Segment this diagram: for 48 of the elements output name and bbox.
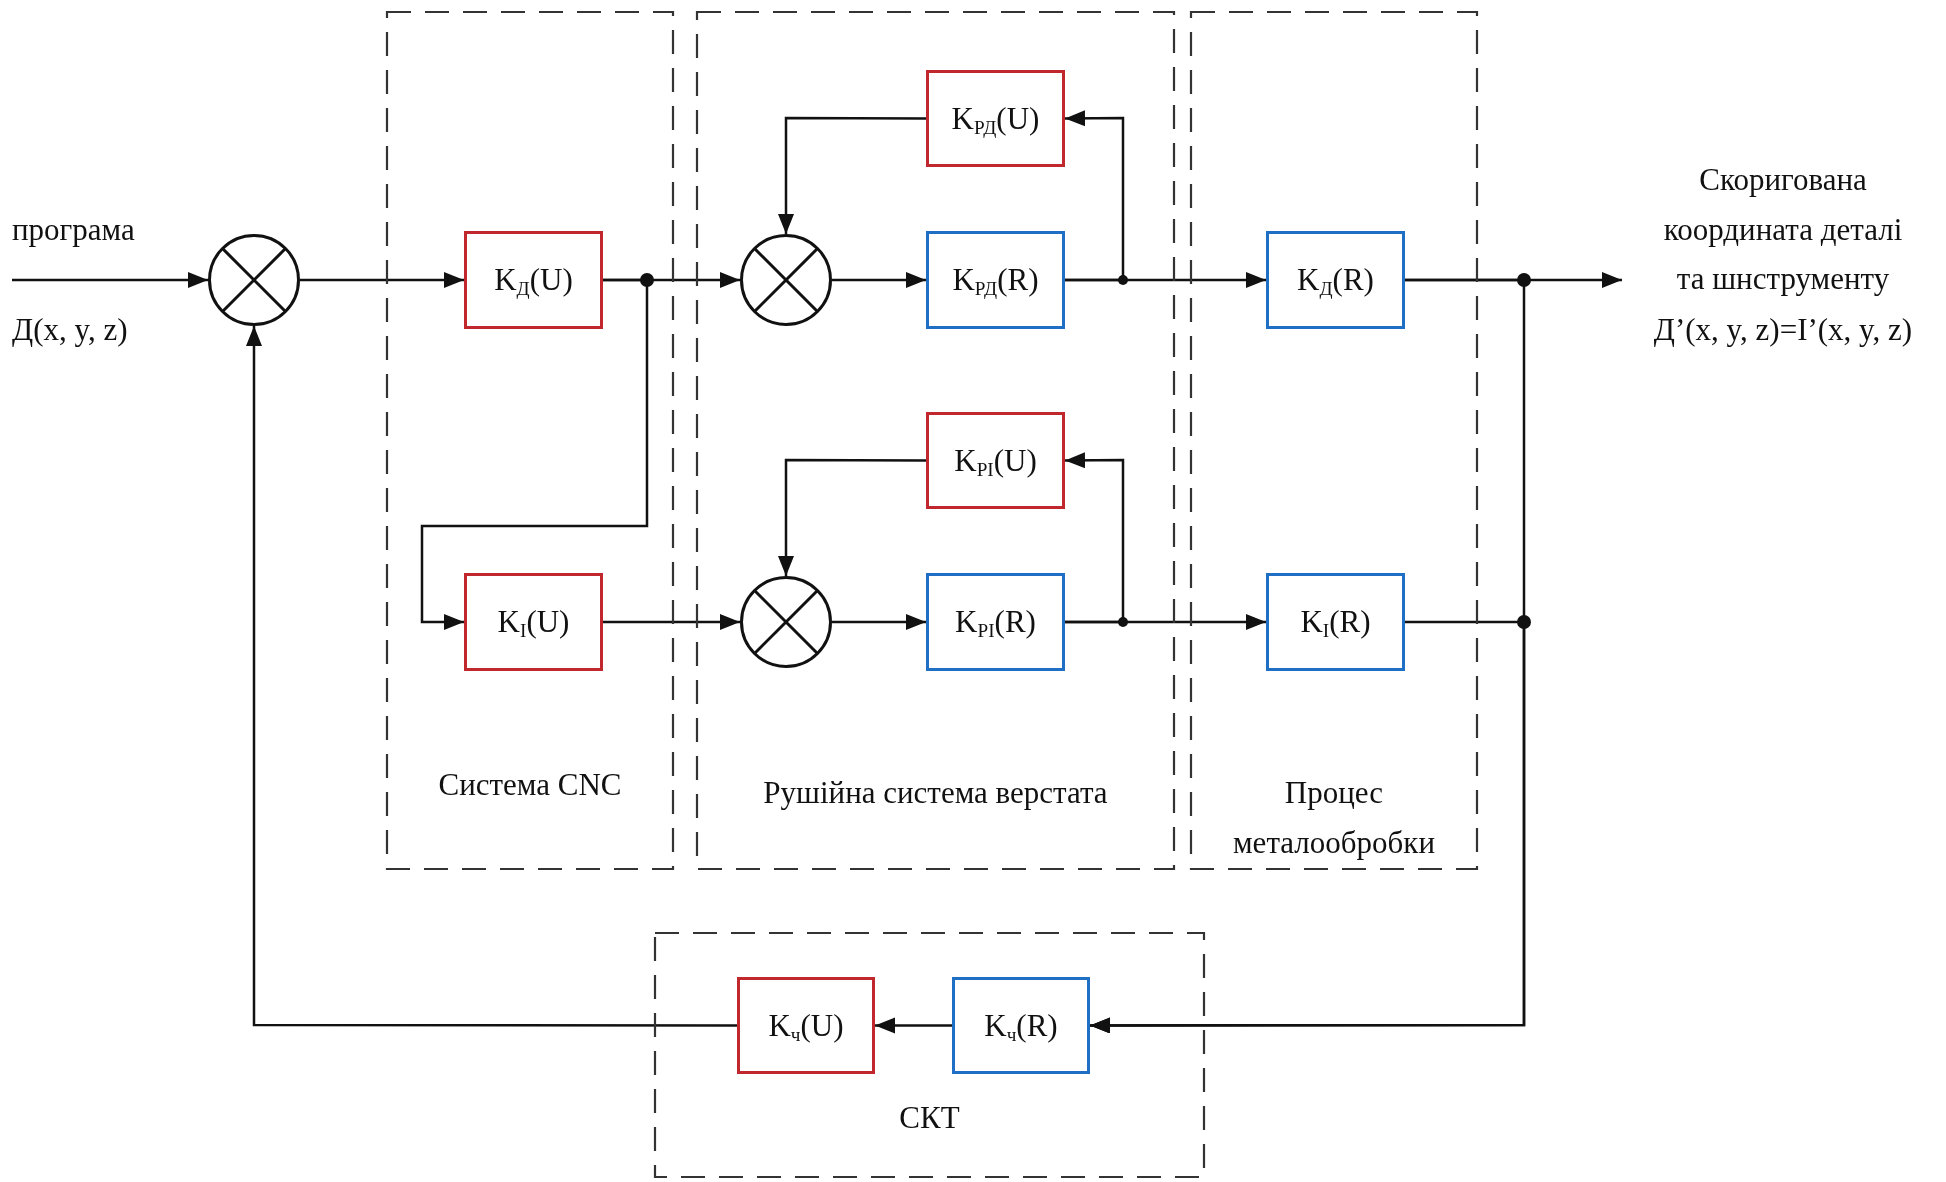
- summing-junction: [740, 576, 832, 668]
- arrow: [875, 1017, 952, 1034]
- transfer-function-label: K$_{ч}$(U): [768, 1007, 844, 1044]
- transfer-function-box: [926, 231, 1065, 329]
- input-signal-label: Д(x, y, z): [12, 311, 129, 349]
- output-signal-label: Д’(x, y, z)=I’(x, y, z): [1652, 311, 1914, 349]
- arrow: [1065, 110, 1125, 282]
- transfer-function-label: K$_{РI}$(U): [954, 442, 1037, 479]
- dashed-group-frame: [387, 12, 673, 869]
- group-label: Рушійна система верстата: [762, 774, 1109, 812]
- group-label: Система CNC: [437, 766, 623, 804]
- arrow: [778, 458, 926, 576]
- arrow: [300, 272, 464, 288]
- transfer-function-box: [926, 573, 1065, 671]
- dashed-group-frame: [655, 933, 1204, 1177]
- transfer-function-label: K$_{I}$(U): [497, 604, 570, 640]
- transfer-function-box: [1266, 231, 1405, 329]
- transfer-function-label: K$_{РД}$(R): [952, 262, 1039, 298]
- dashed-group-frame: [1191, 12, 1477, 869]
- input-signal-label: програма: [12, 211, 136, 249]
- arrow: [778, 116, 926, 234]
- summing-junction: [208, 234, 300, 326]
- dashed-group-frame: [697, 12, 1174, 869]
- arrow: [1090, 620, 1526, 1034]
- group-label: СКТ: [898, 1099, 961, 1137]
- transfer-function-label: K$_{РД}$(U): [951, 100, 1040, 137]
- arrow: [246, 326, 737, 1027]
- summing-junction: [740, 234, 832, 326]
- transfer-function-label: K$_{Д}$(U): [494, 262, 573, 298]
- transfer-function-box: [737, 977, 875, 1074]
- transfer-function-box: [1266, 573, 1405, 671]
- transfer-function-label: K$_{РI}$(R): [955, 604, 1036, 640]
- transfer-function-box: [926, 70, 1065, 167]
- transfer-function-box: [952, 977, 1090, 1074]
- output-signal-label: Скоригована координата деталі та шнструменту: [1662, 161, 1904, 299]
- arrow: [832, 272, 926, 288]
- transfer-function-box: [926, 412, 1065, 509]
- arrow: [603, 614, 740, 630]
- transfer-function-box: [464, 573, 603, 671]
- transfer-function-label: K$_{ч}$(R): [984, 1007, 1058, 1044]
- transfer-function-label: K$_{I}$(R): [1300, 604, 1371, 640]
- arrow: [12, 272, 208, 288]
- arrow: [1065, 452, 1125, 624]
- group-label: Процес металообробки: [1232, 774, 1436, 862]
- arrow: [832, 614, 926, 630]
- arrow: [420, 278, 649, 630]
- transfer-function-box: [464, 231, 603, 329]
- transfer-function-label: K$_{Д}$(R): [1297, 262, 1374, 298]
